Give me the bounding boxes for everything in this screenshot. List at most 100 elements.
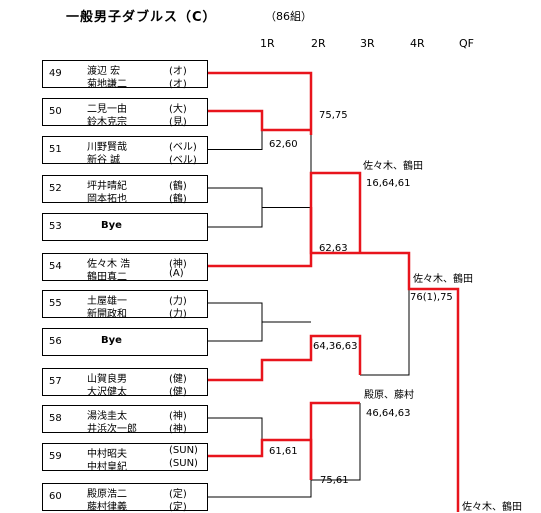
player-team: (健)	[169, 374, 187, 385]
draw-entry-51: 51 川野賢哉 (ベル) 新谷 誠 (ベル)	[42, 136, 208, 166]
player-name: 大沢健太	[87, 387, 127, 398]
match-winner: 佐々木、鶴田	[363, 161, 423, 172]
player-team: (力)	[169, 309, 187, 320]
entry-seed: 49	[49, 68, 62, 79]
entry-seed: 58	[49, 413, 62, 424]
entry-seed: 53	[49, 221, 62, 232]
draw-entry-53: 53 Bye	[42, 213, 208, 241]
entry-seed: 50	[49, 106, 62, 117]
match-score: 46,64,63	[366, 408, 411, 419]
draw-size-label: （86組）	[265, 10, 312, 23]
winner-path-49	[208, 71, 313, 135]
bracket-line	[360, 253, 410, 376]
round-label-4r: 4R	[410, 37, 425, 50]
match-winner: 佐々木、鶴田	[413, 274, 473, 285]
draw-entry-57: 57 山賀良男 (健) 大沢健太 (健)	[42, 368, 208, 398]
player-name: 坪井晴紀	[87, 181, 127, 192]
match-score: 62,63	[319, 243, 348, 254]
player-name: 中村昭夫	[87, 449, 127, 460]
round-label-1r: 1R	[260, 37, 275, 50]
player-team: (オ)	[169, 66, 187, 77]
player-team: (定)	[169, 502, 187, 513]
player-name: 藤村律義	[87, 502, 127, 513]
entry-seed: 56	[49, 336, 62, 347]
bracket-line	[208, 480, 312, 498]
player-name: 中村皇紀	[87, 462, 127, 473]
player-team: (見)	[169, 117, 187, 128]
player-name: 山賀良男	[87, 374, 127, 385]
match-score: 76(1),75	[410, 292, 453, 303]
winner-path-54	[208, 171, 362, 268]
player-name: 鈴木克宗	[87, 117, 127, 128]
player-team: (大)	[169, 104, 187, 115]
player-name: 佐々木 浩	[87, 259, 131, 270]
bracket-line	[311, 403, 361, 481]
entry-seed: 59	[49, 451, 62, 462]
match-score: 75,75	[319, 110, 348, 121]
winner-path-57	[208, 334, 362, 382]
bracket-line	[208, 187, 263, 228]
match-score: 62,60	[269, 139, 298, 150]
match-score: 61,61	[269, 446, 298, 457]
draw-entry-59: 59 中村昭夫 (SUN) 中村皇紀 (SUN)	[42, 443, 208, 473]
draw-entry-54: 54 佐々木 浩 (神) 鶴田真二 (A)	[42, 253, 208, 283]
player-team: (定)	[169, 489, 187, 500]
player-name: 菊地謙二	[87, 79, 127, 90]
player-team: (SUN)	[169, 458, 198, 469]
match-score: 16,64,61	[366, 178, 411, 189]
entry-seed: 51	[49, 144, 62, 155]
match-score: 64,36,63	[313, 341, 358, 352]
entry-seed: 55	[49, 298, 62, 309]
round-label-qf: QF	[459, 37, 474, 50]
player-name: 鶴田真二	[87, 272, 127, 283]
player-team: (神)	[169, 424, 187, 435]
player-name: 川野賢哉	[87, 142, 127, 153]
player-team: (A)	[169, 268, 184, 279]
player-team: (健)	[169, 387, 187, 398]
entry-seed: 54	[49, 261, 62, 272]
round-label-3r: 3R	[360, 37, 375, 50]
player-team: (鶴)	[169, 194, 187, 205]
match-winner: 佐々木、鶴田	[462, 502, 522, 513]
player-name: 渡辺 宏	[87, 66, 121, 77]
draw-entry-58: 58 湯浅圭太 (神) 井浜次一郎 (神)	[42, 405, 208, 435]
draw-entry-60: 60 殿原浩二 (定) 藤村律義 (定)	[42, 483, 208, 513]
winner-path-top	[309, 207, 460, 512]
player-name: 新開政和	[87, 309, 127, 320]
player-team: (オ)	[169, 79, 187, 90]
match-score: 75,61	[320, 475, 349, 486]
player-team: (鶴)	[169, 181, 187, 192]
draw-entry-49: 49 渡辺 宏 (オ) 菊地謙二 (オ)	[42, 60, 208, 90]
bracket-line	[208, 302, 263, 342]
draw-entry-52: 52 坪井晴紀 (鶴) 岡本拓也 (鶴)	[42, 175, 208, 205]
draw-entry-55: 55 土屋雄一 (力) 新開政和 (力)	[42, 290, 208, 320]
bye-label: Bye	[101, 335, 122, 346]
match-winner: 殿原、藤村	[364, 390, 414, 401]
bracket-line	[208, 128, 263, 150]
player-name: 土屋雄一	[87, 296, 127, 307]
player-name: 二見一由	[87, 104, 127, 115]
draw-entry-50: 50 二見一由 (大) 鈴木克宗 (見)	[42, 98, 208, 128]
player-team: (力)	[169, 296, 187, 307]
bracket-line	[208, 417, 263, 440]
player-name: 新谷 誠	[87, 155, 121, 166]
round-label-2r: 2R	[311, 37, 326, 50]
page-title: 一般男子ダブルス（C）	[66, 10, 217, 25]
player-team: (SUN)	[169, 445, 198, 456]
player-name: 岡本拓也	[87, 194, 127, 205]
player-team: (神)	[169, 411, 187, 422]
player-team: (ベル)	[169, 142, 197, 153]
player-name: 井浜次一郎	[87, 424, 137, 435]
entry-seed: 60	[49, 491, 62, 502]
winner-path-bottom	[309, 401, 360, 480]
entry-seed: 57	[49, 376, 62, 387]
entry-seed: 52	[49, 183, 62, 194]
player-name: 湯浅圭太	[87, 411, 127, 422]
bye-label: Bye	[101, 220, 122, 231]
player-team: (ベル)	[169, 155, 197, 166]
player-team: (神)	[169, 259, 187, 270]
player-name: 殿原浩二	[87, 489, 127, 500]
draw-entry-56: 56 Bye	[42, 328, 208, 356]
winner-path-50	[208, 109, 311, 132]
